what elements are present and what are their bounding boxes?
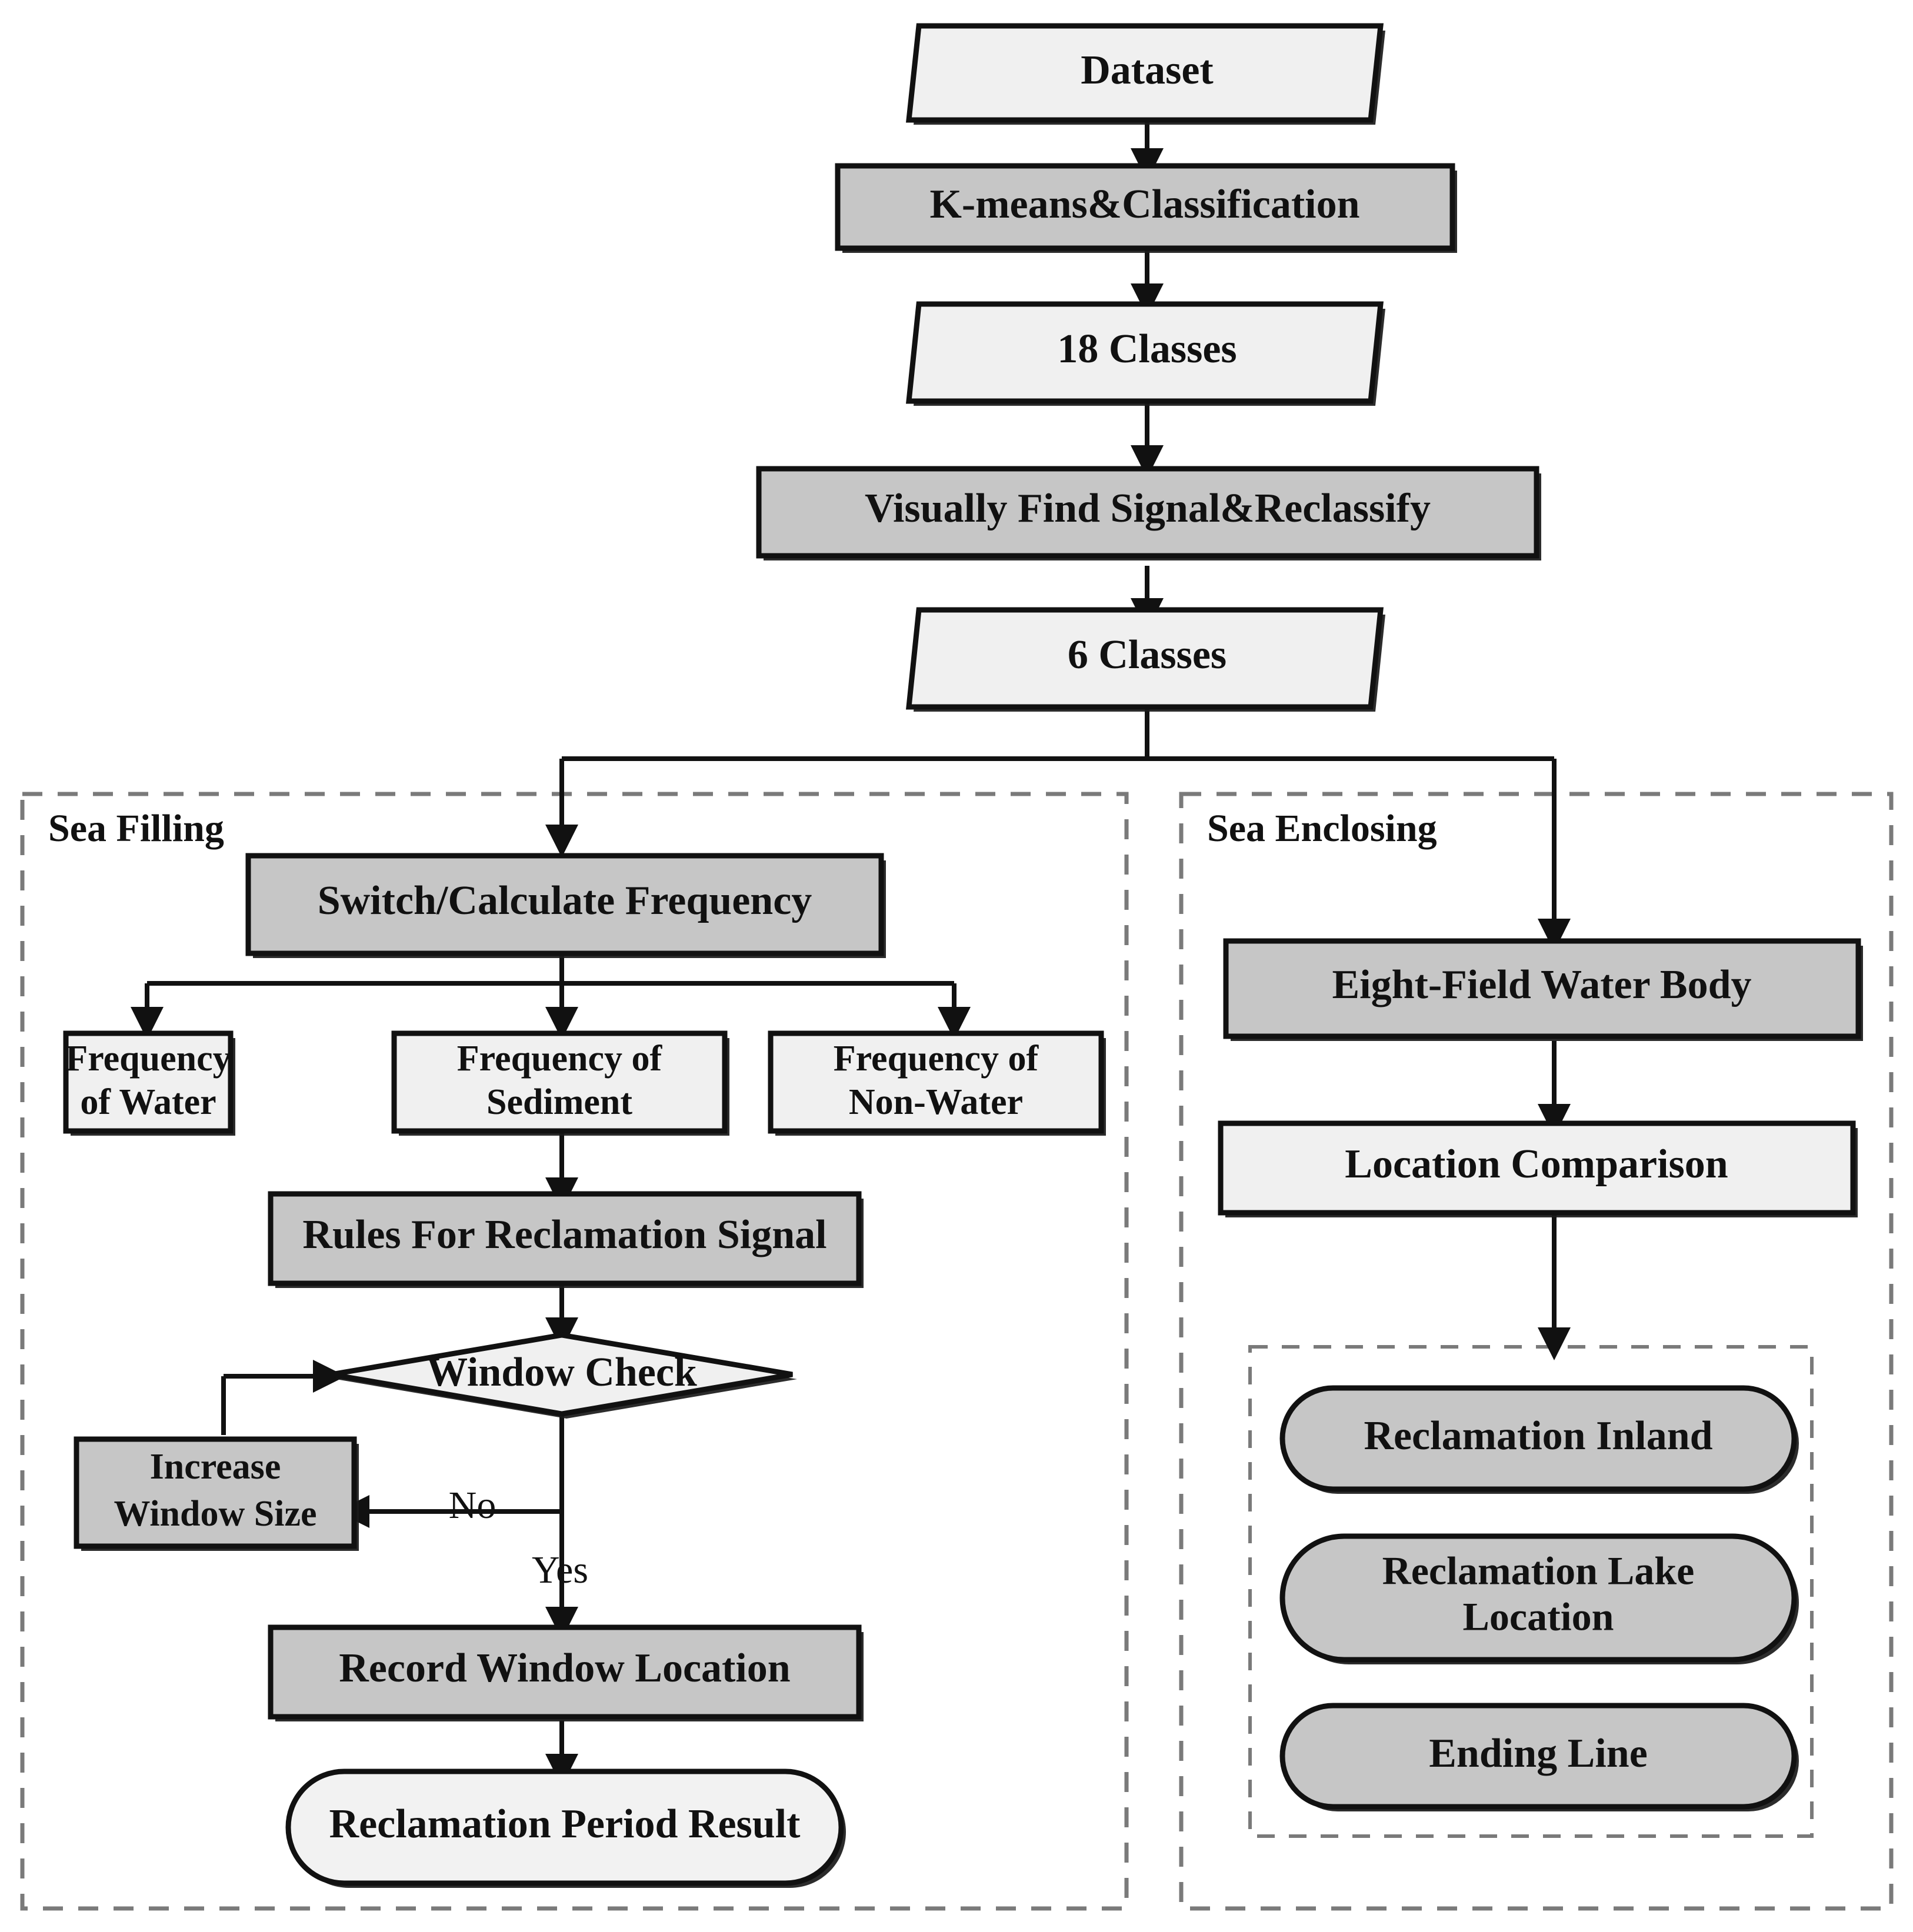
group-sea-filling: Sea Filling: [20, 792, 1129, 1911]
node-label-switch-calc: Switch/Calculate Frequency: [318, 878, 812, 923]
node-dataset[interactable]: Dataset: [905, 23, 1385, 125]
node-label-reclam-lake-line1: Reclamation Lake: [1382, 1549, 1695, 1593]
node-label-freq-water-line1: Frequency: [65, 1039, 231, 1079]
node-ending-line[interactable]: Ending Line: [1279, 1703, 1799, 1811]
group-label-sea-filling: Sea Filling: [48, 807, 224, 850]
node-label-increase-window-line2: Window Size: [114, 1494, 316, 1534]
node-label-freq-water-line2: of Water: [80, 1082, 216, 1122]
node-label-freq-sediment-line1: Frequency of: [457, 1039, 663, 1079]
node-label-kmeans: K-means&Classification: [929, 182, 1359, 227]
node-label-location-compare: Location Comparison: [1345, 1142, 1728, 1187]
node-eight-field[interactable]: Eight-Field Water Body: [1223, 938, 1863, 1041]
node-freq-nonwater[interactable]: Frequency of Non-Water: [768, 1030, 1106, 1136]
node-label-reclam-lake-line2: Location: [1463, 1594, 1614, 1639]
node-freq-sediment[interactable]: Frequency of Sediment: [391, 1030, 729, 1136]
node-window-check[interactable]: Window Check: [331, 1332, 797, 1419]
node-classes18[interactable]: 18 Classes: [906, 301, 1385, 406]
connectors: [131, 121, 1571, 1787]
node-visually-find[interactable]: Visually Find Signal&Reclassify: [756, 466, 1541, 560]
node-label-record-window: Record Window Location: [339, 1646, 790, 1691]
node-period-result[interactable]: Reclamation Period Result: [285, 1769, 846, 1888]
group-sea-enclosing: Sea Enclosing: [1179, 792, 1894, 1911]
node-label-period-result: Reclamation Period Result: [329, 1801, 801, 1847]
node-freq-water[interactable]: Frequency of Water: [63, 1030, 235, 1136]
node-increase-window[interactable]: Increase Window Size: [74, 1436, 359, 1551]
node-label-classes18: 18 Classes: [1057, 326, 1237, 372]
node-label-increase-window-line1: Increase: [150, 1447, 281, 1487]
node-label-rules: Rules For Reclamation Signal: [302, 1212, 826, 1257]
node-switch-calc[interactable]: Switch/Calculate Frequency: [245, 853, 886, 958]
group-label-sea-enclosing: Sea Enclosing: [1207, 807, 1437, 850]
group-result-box: [1248, 1345, 1814, 1838]
node-label-window-check: Window Check: [426, 1350, 697, 1395]
node-label-freq-nonwater-line2: Non-Water: [849, 1082, 1023, 1122]
node-label-freq-sediment-line2: Sediment: [486, 1082, 632, 1122]
node-label-eight-field: Eight-Field Water Body: [1332, 962, 1751, 1007]
node-label-ending-line: Ending Line: [1429, 1731, 1648, 1776]
node-label-dataset: Dataset: [1081, 48, 1213, 93]
node-label-classes6: 6 Classes: [1068, 632, 1227, 678]
node-record-window[interactable]: Record Window Location: [268, 1624, 864, 1721]
node-label-visually-find: Visually Find Signal&Reclassify: [865, 486, 1431, 531]
edge-label-no: No: [449, 1484, 496, 1527]
node-classes6[interactable]: 6 Classes: [906, 607, 1385, 712]
node-reclam-inland[interactable]: Reclamation Inland: [1279, 1385, 1799, 1494]
node-location-compare[interactable]: Location Comparison: [1218, 1120, 1858, 1217]
node-rules[interactable]: Rules For Reclamation Signal: [268, 1191, 864, 1288]
node-kmeans[interactable]: K-means&Classification: [835, 163, 1457, 253]
edge-label-yes: Yes: [532, 1549, 588, 1591]
node-reclam-lake[interactable]: Reclamation Lake Location: [1279, 1533, 1799, 1664]
node-label-freq-nonwater-line1: Frequency of: [834, 1039, 1039, 1079]
node-label-reclam-inland: Reclamation Inland: [1364, 1413, 1712, 1459]
